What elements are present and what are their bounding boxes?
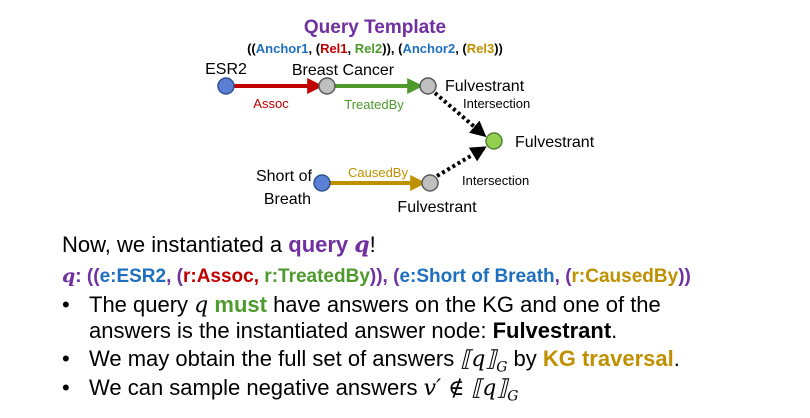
b2-sub: G bbox=[496, 359, 508, 376]
label-intersection-bottom: Intersection bbox=[462, 173, 529, 188]
b1-post: have answers on the KG and one of the bbox=[266, 292, 661, 317]
line2-r3: r:CausedBy bbox=[571, 266, 679, 287]
template-title: Query Template bbox=[304, 17, 446, 38]
bullet-3-text: We can sample negative answers v′ ∉ ⟦q⟧G bbox=[89, 375, 518, 404]
edge-intersection-top bbox=[433, 91, 487, 138]
line2-colon: : (( bbox=[75, 266, 100, 287]
b2-post: . bbox=[673, 346, 680, 371]
bullet-dot: • bbox=[62, 292, 70, 317]
bullet-1-line-2: answers is the instantiated answer node:… bbox=[89, 318, 617, 344]
node-fulvestrant-bottom bbox=[421, 174, 439, 192]
formula-paren-open: (( bbox=[247, 41, 256, 56]
formula-close-mid: )), ( bbox=[382, 41, 403, 56]
b3-pre: We can sample negative answers bbox=[89, 375, 424, 400]
b2-kg: KG traversal bbox=[542, 346, 674, 371]
formula-comma-paren: , ( bbox=[309, 41, 321, 56]
bullet-dot: • bbox=[62, 346, 70, 371]
line2-c3: , ( bbox=[554, 266, 572, 287]
node-breast-cancer bbox=[318, 77, 336, 95]
label-treated-by: TreatedBy bbox=[344, 97, 404, 112]
line2-c2: )), ( bbox=[369, 266, 400, 287]
b3-sub: G bbox=[507, 388, 519, 405]
template-formula: ((Anchor1, (Rel1, Rel2)), (Anchor2, (Rel… bbox=[247, 41, 503, 56]
b1-line2-bold: Fulvestrant bbox=[492, 318, 612, 343]
label-caused-by: CausedBy bbox=[348, 165, 408, 180]
label-fulvestrant-answer: Fulvestrant bbox=[515, 134, 595, 151]
line2-r1: r:Assoc, bbox=[182, 266, 260, 287]
b1-must: must bbox=[208, 292, 267, 317]
b3-math: v′ ∉ ⟦q⟧ bbox=[423, 376, 508, 401]
line1-query: query bbox=[288, 232, 355, 257]
formula-anchor1: Anchor1 bbox=[256, 41, 309, 56]
formula-comma: , bbox=[348, 41, 355, 56]
label-assoc: Assoc bbox=[253, 96, 289, 111]
b2-math: ⟦q⟧ bbox=[460, 347, 497, 372]
formula-close-end: )) bbox=[494, 41, 503, 56]
line1-post: ! bbox=[369, 232, 376, 257]
node-esr2 bbox=[217, 77, 235, 95]
formula-rel2: Rel2 bbox=[355, 41, 382, 56]
line2-c4: )) bbox=[678, 266, 691, 287]
node-short-of-breath bbox=[313, 174, 331, 192]
line2-c1: , ( bbox=[166, 266, 183, 287]
line2-q: q bbox=[62, 265, 76, 287]
label-short-of: Short of bbox=[256, 168, 313, 185]
bullet-2-text: We may obtain the full set of answers ⟦q… bbox=[89, 346, 680, 375]
node-fulvestrant-answer bbox=[485, 132, 503, 150]
formula-rel1: Rel1 bbox=[320, 41, 347, 56]
line2-r2: r:TreatedBy bbox=[264, 266, 370, 287]
b1-q: q bbox=[194, 293, 209, 318]
label-esr2: ESR2 bbox=[205, 61, 247, 78]
formula-rel3: Rel3 bbox=[467, 41, 494, 56]
bullet-dot: • bbox=[62, 375, 70, 400]
edge-intersection-bottom bbox=[435, 146, 487, 178]
instantiated-query-line: q: ((e:ESR2, (r:Assoc, r:TreatedBy)), (e… bbox=[62, 265, 691, 288]
line2-e1: e:ESR2 bbox=[99, 266, 167, 287]
instantiate-line: Now, we instantiated a query q! bbox=[62, 232, 376, 258]
b1-pre: The query bbox=[89, 292, 195, 317]
bullet-1-line-1: The query q must have answers on the KG … bbox=[89, 292, 661, 318]
label-intersection-top: Intersection bbox=[463, 96, 530, 111]
b2-pre: We may obtain the full set of answers bbox=[89, 346, 461, 371]
b2-mid: by bbox=[507, 346, 543, 371]
label-fulvestrant-bottom: Fulvestrant bbox=[397, 199, 477, 216]
label-breast-cancer: Breast Cancer bbox=[292, 62, 395, 79]
formula-anchor2: Anchor2 bbox=[402, 41, 455, 56]
node-fulvestrant-top bbox=[419, 77, 437, 95]
line2-e2: e:Short of Breath bbox=[399, 266, 555, 287]
b1-line2-post: . bbox=[611, 318, 618, 343]
line1-pre: Now, we instantiated a bbox=[62, 232, 289, 257]
line1-q: q bbox=[354, 232, 370, 258]
formula-comma-paren-2: , ( bbox=[455, 41, 467, 56]
b1-line2-pre: answers is the instantiated answer node: bbox=[89, 318, 493, 343]
label-breath: Breath bbox=[264, 191, 311, 208]
label-fulvestrant-top: Fulvestrant bbox=[445, 78, 525, 95]
